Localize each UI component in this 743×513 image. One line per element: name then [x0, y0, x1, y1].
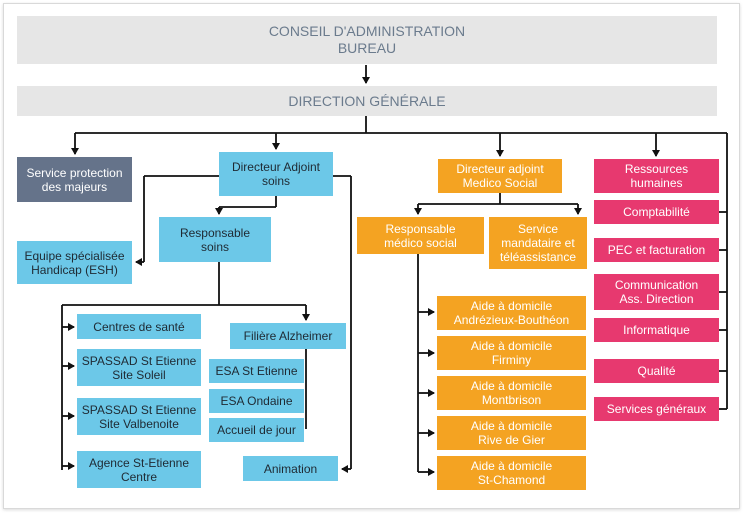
filiere-alzheimer-box: Filière Alzheimer	[230, 323, 346, 349]
ressources-humaines-box: Ressources humaines	[594, 159, 719, 193]
informatique-box: Informatique	[594, 318, 719, 342]
directeur-adjoint-soins-box: Directeur Adjoint soins	[219, 152, 333, 196]
aide-domicile-item: Aide à domicile Montbrison	[437, 376, 586, 410]
left-list-item: SPASSAD St Etienne Site Soleil	[77, 349, 201, 386]
left-list-item: SPASSAD St Etienne Site Valbenoite	[77, 398, 201, 435]
aide-domicile-item: Aide à domicile St-Chamond	[437, 456, 586, 490]
service-mandataire-box: Service mandataire et téléassistance	[489, 217, 587, 269]
service-protection-box: Service protection des majeurs	[17, 157, 132, 202]
responsable-soins-box: Responsable soins	[159, 217, 271, 262]
left-list-item: Centres de santé	[77, 314, 201, 339]
aide-domicile-item: Aide à domicile Andrézieux-Bouthéon	[437, 296, 586, 330]
aide-domicile-item: Aide à domicile Rive de Gier	[437, 416, 586, 450]
pec-facturation-box: PEC et facturation	[594, 238, 719, 262]
conseil-line2: BUREAU	[337, 40, 397, 56]
left-list-item: Agence St-Etienne Centre	[77, 451, 201, 488]
filiere-item: ESA Ondaine	[209, 389, 304, 413]
filiere-item: Accueil de jour	[209, 418, 304, 442]
animation-box: Animation	[243, 456, 338, 481]
services-generaux-box: Services généraux	[594, 397, 719, 421]
responsable-medico-box: Responsable médico social	[357, 217, 484, 254]
conseil-administration-box: CONSEIL D'ADMINISTRATION BUREAU	[17, 16, 717, 64]
filiere-item: ESA St Etienne	[209, 359, 304, 383]
conseil-line1: CONSEIL D'ADMINISTRATION	[268, 23, 466, 39]
direction-generale-box: DIRECTION GÉNÉRALE	[17, 86, 717, 116]
equipe-esh-box: Equipe spécialisée Handicap (ESH)	[17, 241, 132, 284]
communication-box: Communication Ass. Direction	[594, 274, 719, 310]
comptabilite-box: Comptabilité	[594, 200, 719, 224]
aide-domicile-item: Aide à domicile Firminy	[437, 336, 586, 370]
directeur-adjoint-medico-box: Directeur adjoint Medico Social	[438, 159, 562, 193]
qualite-box: Qualité	[594, 359, 719, 383]
